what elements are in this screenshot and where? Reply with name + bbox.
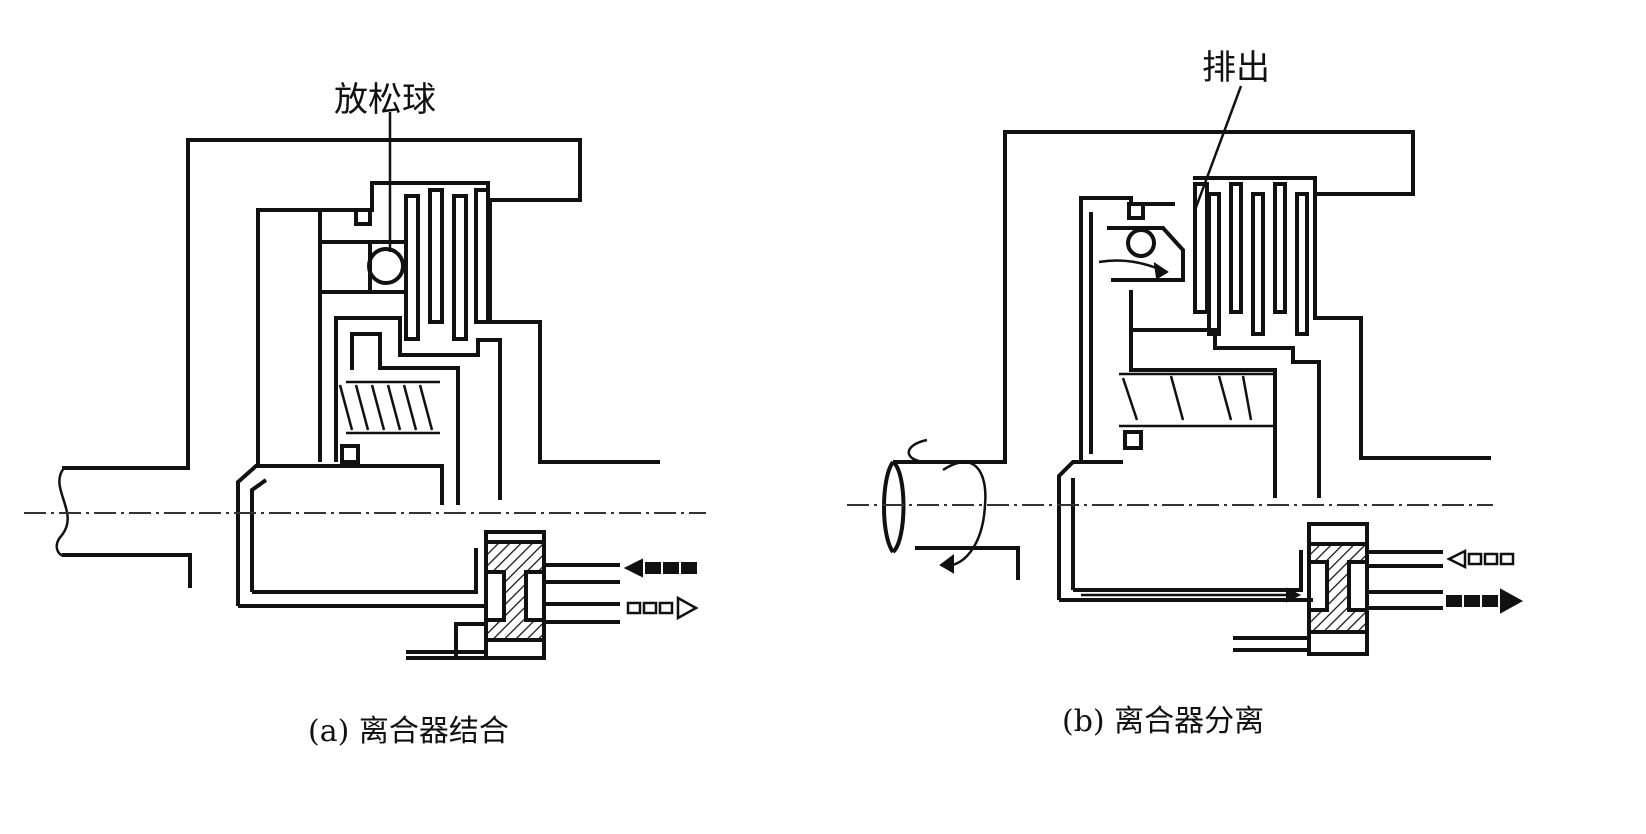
drum-housing [62,138,660,470]
valve-body [1307,522,1369,656]
valve-spool [484,540,546,642]
check-ball [1126,228,1156,258]
open-arrow-right-icon [626,595,699,621]
clutch-hub [334,316,502,500]
callout-release-ball: 放松球 [334,80,436,120]
return-spring [1119,372,1273,428]
callout-exhaust: 排出 [1202,48,1270,88]
shaft-end [882,460,906,554]
oil-passage-inner [250,478,268,592]
valve-port-lines [1233,550,1443,652]
caption-b: (b) 离合器分离 [1062,704,1265,739]
check-ball [367,247,405,285]
clutch-disengaged-diagram [847,85,1524,656]
shaft-break [55,467,69,557]
valve-lower-line [454,622,486,658]
hub-inner [350,332,460,505]
open-arrow-left-icon [1446,548,1515,570]
valve-port-lines [406,563,620,660]
return-spring [338,380,440,435]
seal-top [354,208,372,226]
piston [256,208,322,465]
drum-housing [893,130,1491,464]
rotation-arrow-icon [940,460,987,567]
seal-bottom [1123,430,1143,450]
piston [1079,196,1175,460]
caption-a: (a) 离合器结合 [308,714,509,749]
rotation-arrowhead-icon [939,554,954,574]
valve-spool [1307,542,1369,634]
valve-body [484,530,546,660]
check-ball-seat [318,240,372,294]
ball-chamber [1107,226,1185,282]
oil-passage [1057,460,1123,600]
drum-housing-lower [62,553,192,588]
seal-bottom [340,444,360,464]
seal-top [1127,202,1145,220]
clutch-hub [1129,290,1321,498]
filled-arrow-right-icon [1446,588,1524,614]
oil-passage [236,464,444,606]
clutch-plates [1193,182,1309,336]
hub-inner [1129,330,1277,498]
drum-housing-lower [915,546,1020,580]
clutch-plates [404,188,490,341]
plate-carrier [1193,176,1317,194]
clutch-engaged-diagram [24,112,706,660]
callout-leader [1193,85,1243,211]
filled-arrow-left-icon [623,558,697,578]
